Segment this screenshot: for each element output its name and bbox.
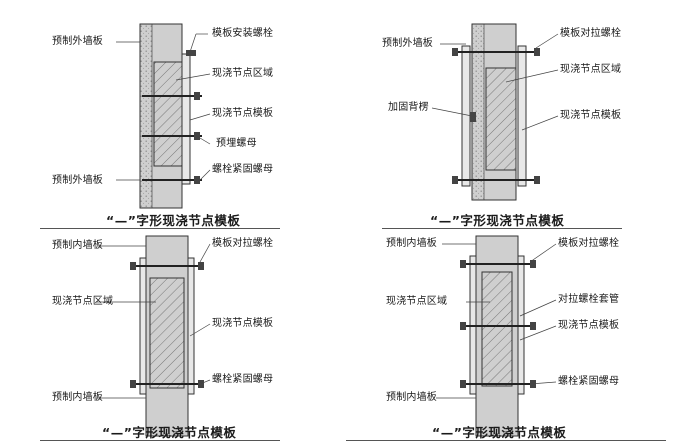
label-embedded-nut: 预埋螺母: [216, 138, 257, 149]
right-formwork: [187, 257, 195, 395]
label-node-formwork: 现浇节点模板: [560, 110, 622, 121]
caption-panel-3: “—”字形现浇节点模板: [102, 425, 237, 440]
caption-panel-2: “—”字形现浇节点模板: [430, 213, 565, 228]
left-formwork: [139, 257, 147, 395]
label-precast-interior-wall-bottom: 预制内墙板: [386, 392, 437, 403]
label-node-formwork: 现浇节点模板: [212, 108, 274, 119]
label-tie-bolt-sleeve: 对拉螺栓套管: [558, 294, 620, 305]
cast-in-place-zone: [481, 271, 513, 387]
label-cast-in-place-zone: 现浇节点区域: [560, 64, 622, 75]
label-cast-in-place-zone: 现浇节点区域: [386, 296, 448, 307]
cast-in-place-zone: [149, 277, 185, 389]
caption-underline-1: [40, 228, 280, 229]
label-cast-in-place-zone: 现浇节点区域: [52, 296, 114, 307]
cast-in-place-zone: [153, 61, 183, 167]
label-bolt-fastening-nut: 螺栓紧固螺母: [558, 376, 620, 387]
insulation-layer: [139, 23, 153, 209]
label-formwork-tie-bolt: 模板对拉螺栓: [212, 238, 274, 249]
caption-underline-3: [40, 440, 280, 441]
label-formwork-tie-bolt: 模板对拉螺栓: [558, 238, 620, 249]
label-reinforcing-back-rib: 加固背楞: [388, 102, 429, 113]
left-formwork: [461, 45, 471, 187]
panel-2-diagram: [431, 23, 559, 201]
panel-4-diagram: [436, 235, 557, 437]
label-formwork-tie-bolt: 模板对拉螺栓: [560, 28, 622, 39]
caption-panel-1: “—”字形现浇节点模板: [106, 213, 241, 228]
cast-in-place-zone: [485, 67, 517, 171]
caption-panel-4: “—”字形现浇节点模板: [432, 425, 567, 440]
leaders: [116, 33, 211, 181]
label-precast-interior-wall-top: 预制内墙板: [386, 238, 437, 249]
right-formwork: [517, 45, 527, 187]
node-formwork: [181, 53, 191, 185]
caption-underline-4: [346, 440, 666, 441]
label-precast-exterior-wall: 预制外墙板: [382, 38, 433, 49]
label-node-formwork: 现浇节点模板: [212, 318, 274, 329]
caption-underline-2: [382, 228, 622, 229]
label-precast-interior-wall-top: 预制内墙板: [52, 240, 103, 251]
label-node-formwork: 现浇节点模板: [558, 320, 620, 331]
label-cast-in-place-zone: 现浇节点区域: [212, 68, 274, 79]
label-precast-exterior-wall-bottom: 预制外墙板: [52, 175, 103, 186]
panel-1-diagram: [116, 23, 211, 209]
label-formwork-install-bolt: 模板安装螺栓: [212, 28, 274, 39]
label-bolt-fastening-nut: 螺栓紧固螺母: [212, 374, 274, 385]
tie-bolts: [452, 51, 540, 181]
label-precast-interior-wall-bottom: 预制内墙板: [52, 392, 103, 403]
bolts: [142, 95, 202, 181]
label-bolt-fastening-nut: 螺栓紧固螺母: [212, 164, 274, 175]
label-precast-exterior-wall-top: 预制外墙板: [52, 36, 103, 47]
panel-3-diagram: [96, 235, 211, 437]
